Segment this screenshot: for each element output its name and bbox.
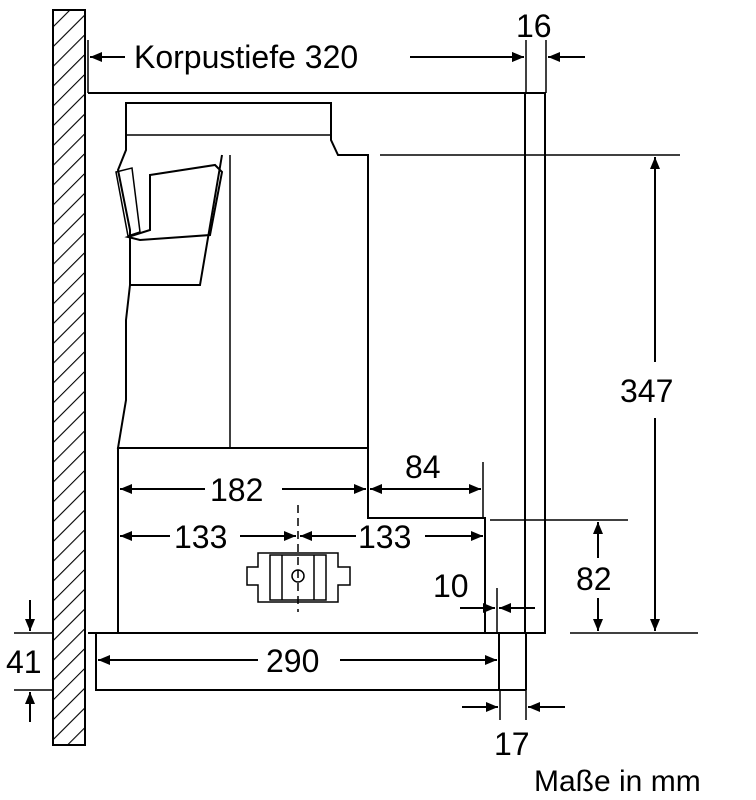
dim-84-label: 84 (405, 449, 441, 485)
dim-133-left-label: 133 (174, 519, 227, 555)
dim-290-label: 290 (266, 643, 319, 679)
hood-slanted-panel (130, 154, 223, 286)
fan-motor-symbol (246, 505, 351, 612)
hood-flap (115, 167, 141, 237)
hood-upper-body (116, 102, 369, 449)
depth-label: Korpustiefe 320 (134, 39, 358, 75)
dim-41-label: 41 (6, 644, 42, 680)
dim-17-label: 17 (494, 726, 530, 762)
dim-347-label: 347 (620, 373, 673, 409)
dim-16-label: 16 (516, 8, 552, 44)
hood-handle-shape (124, 163, 224, 242)
dim-182-label: 182 (210, 472, 263, 508)
wall-hatching (52, 9, 86, 746)
dim-82-label: 82 (576, 561, 612, 597)
dim-133-right-label: 133 (358, 519, 411, 555)
dim-10-label: 10 (433, 568, 469, 604)
units-caption: Maße in mm (534, 765, 701, 798)
